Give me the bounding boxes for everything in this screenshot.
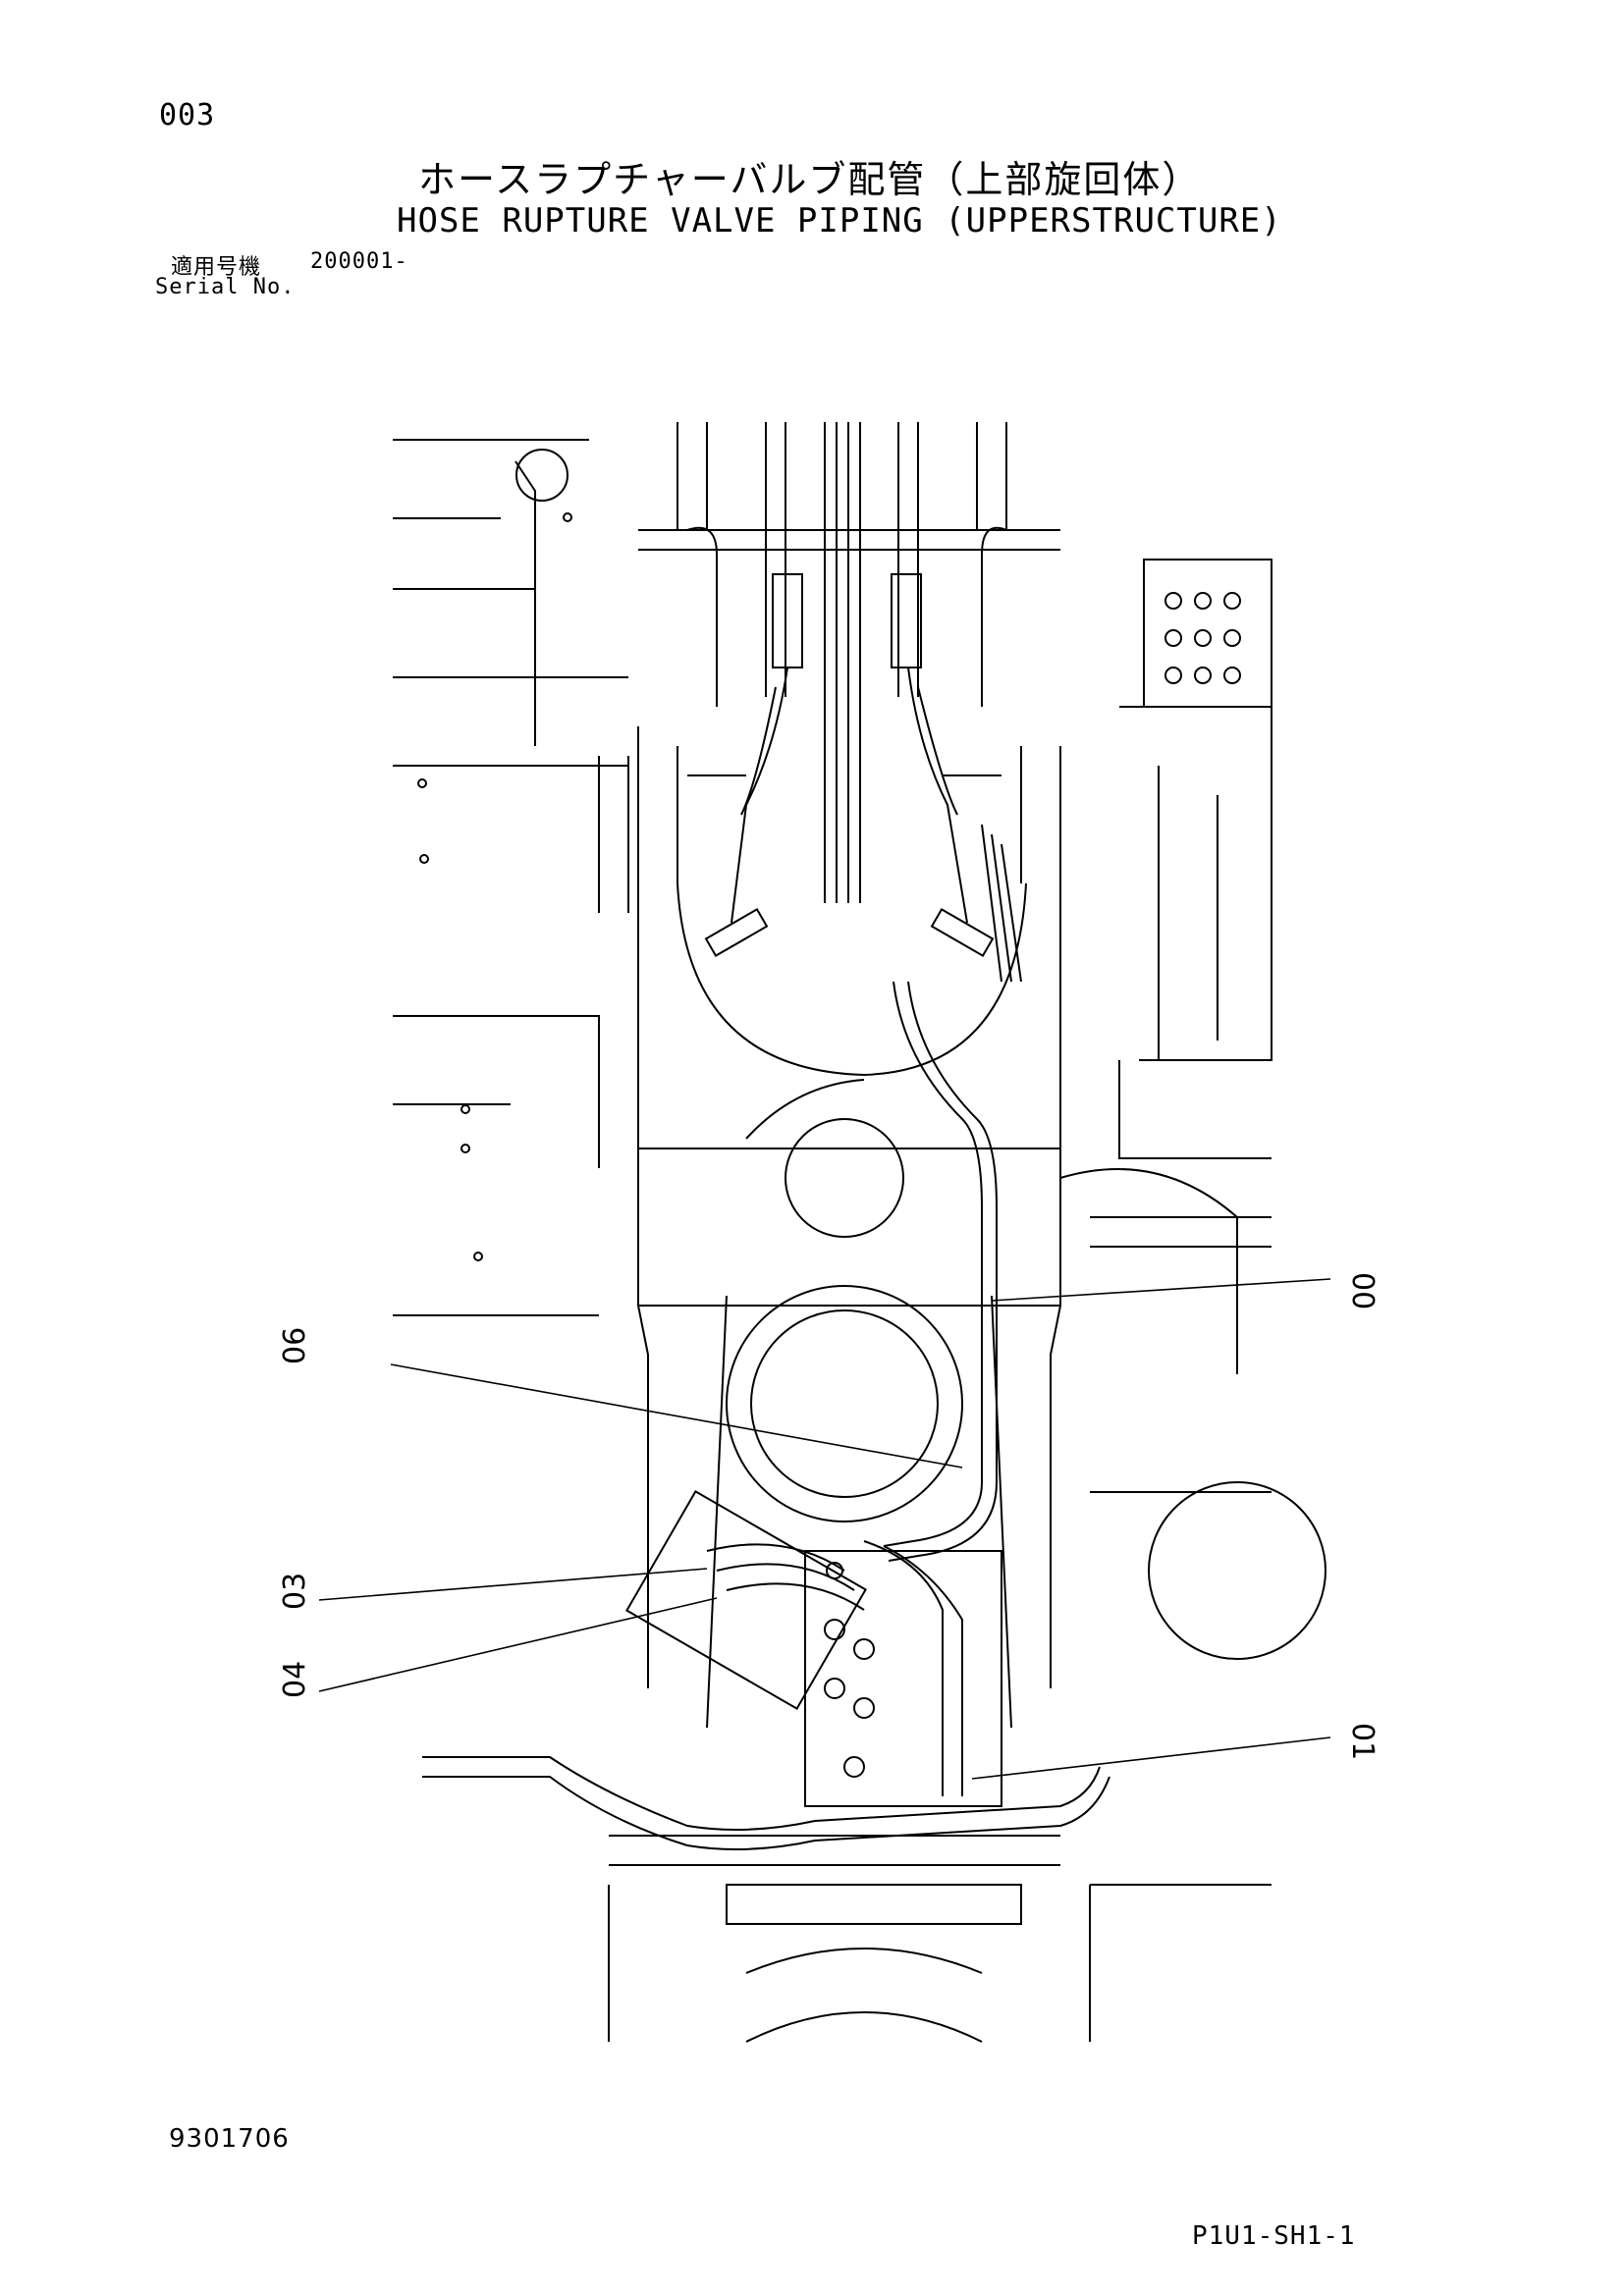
hose-bundle-center bbox=[824, 422, 861, 903]
boom-body-outline bbox=[637, 726, 1061, 1688]
swing-motor-flange bbox=[1148, 1481, 1326, 1660]
frame-hole bbox=[515, 449, 568, 502]
leader-03 bbox=[318, 1568, 708, 1601]
serial-label-japanese: 適用号機 bbox=[171, 255, 262, 280]
document-number: 9301706 bbox=[169, 2124, 290, 2154]
frame-left-upper bbox=[393, 439, 589, 746]
callout-00: 00 bbox=[1345, 1272, 1380, 1309]
boom-pin-boss bbox=[785, 1118, 904, 1238]
hose-bundle-left bbox=[677, 422, 786, 697]
upper-valve-left bbox=[772, 573, 803, 668]
callout-06: 06 bbox=[278, 1327, 312, 1364]
callout-03: 03 bbox=[278, 1573, 312, 1610]
leader-00 bbox=[991, 1278, 1331, 1302]
valve-manifold bbox=[804, 1550, 1002, 1807]
control-valve-block bbox=[625, 1490, 867, 1710]
slewing-ring-inner bbox=[750, 1309, 939, 1498]
page-title-english: HOSE RUPTURE VALVE PIPING (UPPERSTRUCTUR… bbox=[397, 201, 1282, 240]
upper-bay-outline bbox=[677, 882, 1027, 1077]
sheet-identifier: P1U1-SH1-1 bbox=[1192, 2221, 1356, 2251]
hose-bundle-right bbox=[897, 422, 1007, 697]
boom-side-plates bbox=[706, 1295, 1012, 1729]
hose-clamp-right bbox=[930, 907, 995, 958]
callout-01: 01 bbox=[1345, 1723, 1380, 1760]
leader-01 bbox=[971, 1736, 1331, 1780]
callout-leaders bbox=[318, 1278, 1331, 1780]
upper-valve-right bbox=[891, 573, 922, 668]
serial-number-value: 200001- bbox=[310, 249, 408, 274]
page-title-japanese: ホースラプチャーバルブ配管（上部旋回体） bbox=[418, 158, 1202, 201]
hose-route-main bbox=[883, 981, 983, 1547]
serial-label-english: Serial No. bbox=[155, 275, 296, 299]
hose-clamp-left bbox=[704, 907, 769, 958]
lower-pipe-route bbox=[422, 1756, 1101, 1831]
callout-04: 04 bbox=[278, 1661, 312, 1698]
leader-06 bbox=[390, 1363, 963, 1468]
slewing-ring-outer bbox=[726, 1285, 963, 1522]
leader-04 bbox=[318, 1597, 718, 1692]
frame-left-middle bbox=[393, 676, 629, 1316]
page-number: 003 bbox=[159, 98, 216, 133]
